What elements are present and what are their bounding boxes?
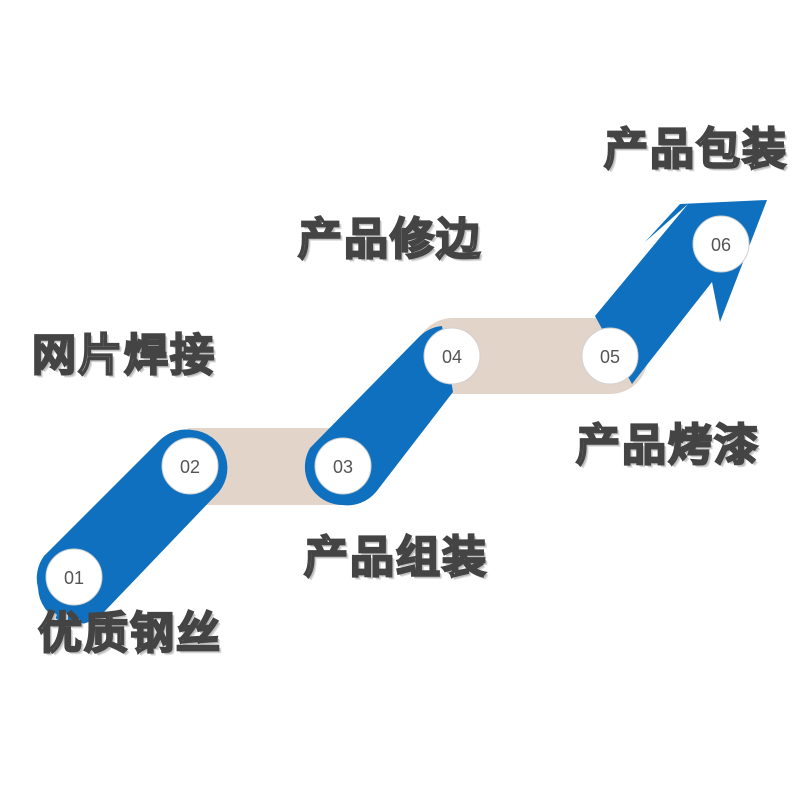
step-label-01: 优质钢丝 xyxy=(37,608,222,659)
step-number-06: 06 xyxy=(711,235,731,255)
step-node-04: 04 xyxy=(423,327,481,385)
step-number-03: 03 xyxy=(333,457,353,477)
step-number-02: 02 xyxy=(180,457,200,477)
step-node-02: 02 xyxy=(161,437,219,495)
step-label-05: 产品烤漆 xyxy=(575,420,760,471)
step-label-03: 产品组装 xyxy=(303,532,488,583)
step-number-01: 01 xyxy=(64,568,84,588)
step-node-01: 01 xyxy=(45,548,103,606)
step-node-05: 05 xyxy=(581,327,639,385)
step-node-06: 06 xyxy=(692,215,750,273)
step-label-06: 产品包装 xyxy=(603,124,788,175)
step-number-04: 04 xyxy=(442,347,462,367)
step-label-04: 产品修边 xyxy=(297,214,482,265)
step-node-03: 03 xyxy=(314,437,372,495)
connector-bar-02-03 xyxy=(188,428,342,505)
step-label-02: 网片焊接 xyxy=(31,330,216,381)
step-number-05: 05 xyxy=(600,347,620,367)
